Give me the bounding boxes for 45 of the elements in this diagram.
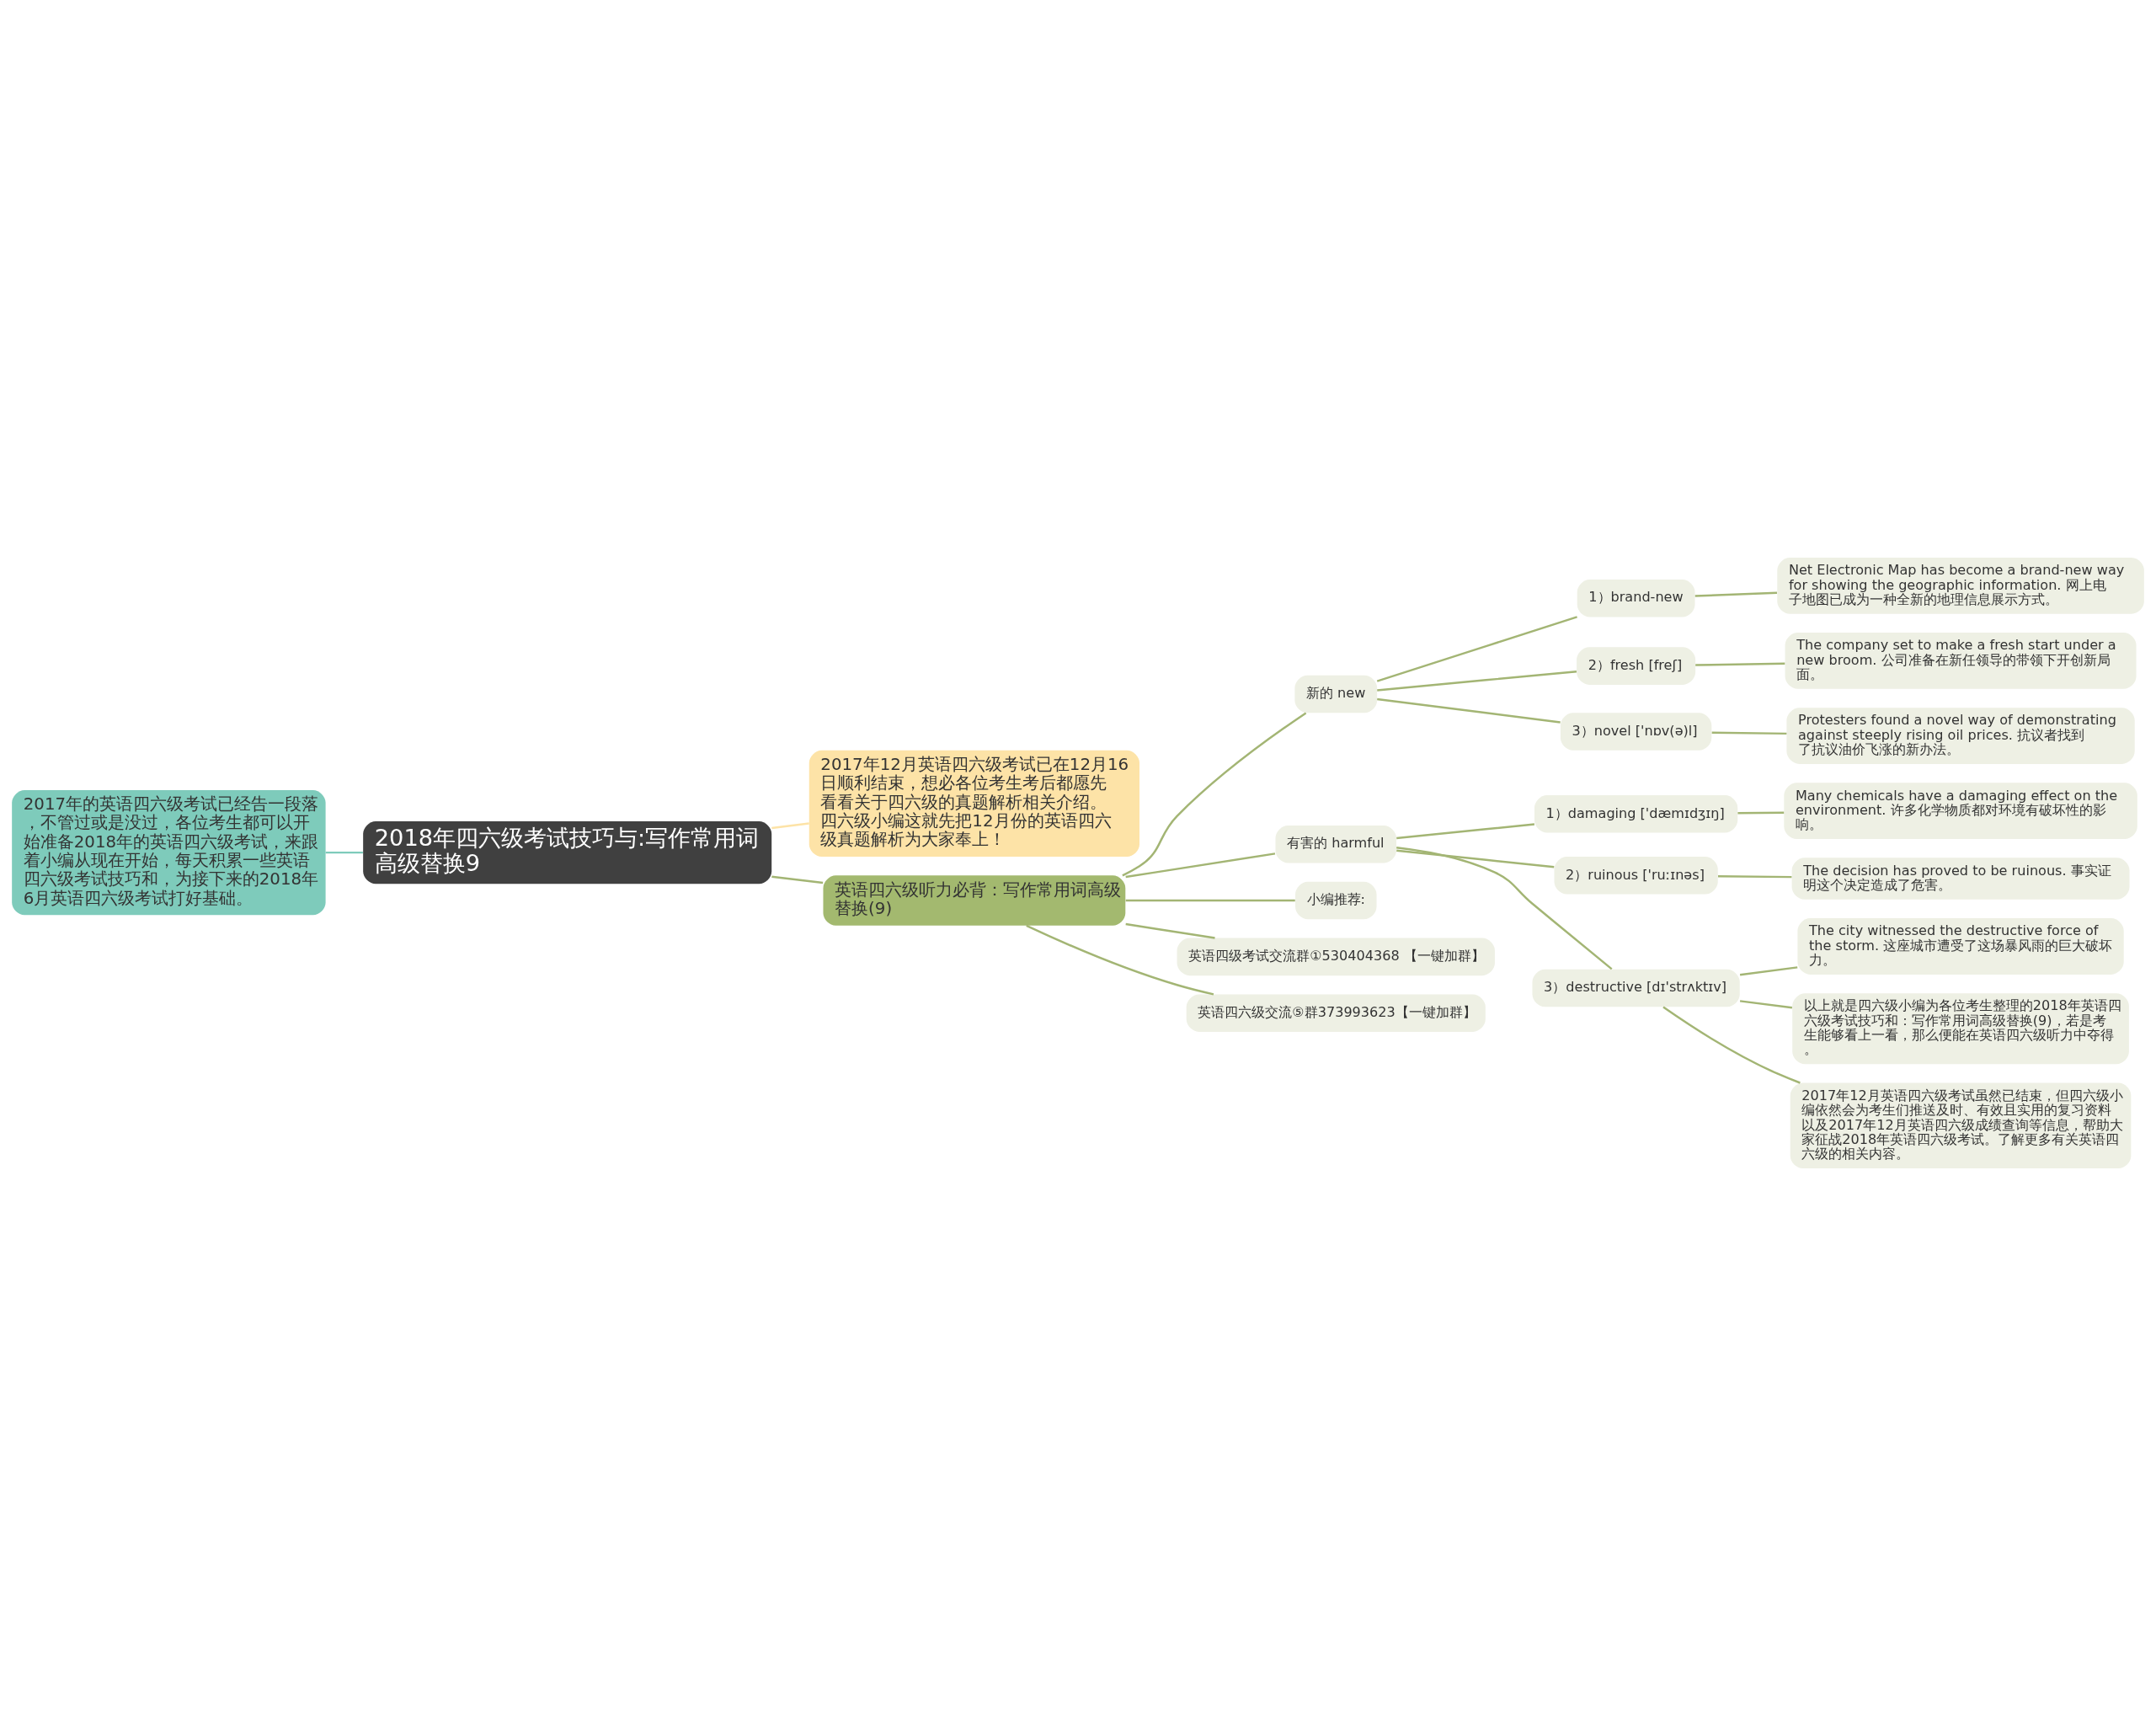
- node-box: 英语四六级听力必背：写作常用词高级替换(9): [823, 875, 1126, 926]
- connector: [1125, 899, 1295, 902]
- node-box: Net Electronic Map has become a brand-new way for showing the geographic information. 网上电子地图已成为一种全新的地理信息展示方式。: [1777, 557, 2144, 614]
- connector: [1125, 852, 1276, 879]
- node-box: 2017年12月英语四六级考试已在12月16日顺利结束，想必各位考生考后都愿先看看关于四六级的真题解析相关介绍。四六级小编这就先把12月份的英语四六级真题解析为大家奉上！: [808, 750, 1139, 858]
- connector: [1122, 712, 1307, 877]
- node-box: 2018年四六级考试技巧与:写作常用词高级替换9: [363, 821, 772, 884]
- connector: [1739, 966, 1798, 976]
- node-box: 1）damaging ['dæmɪdʒɪŋ]: [1534, 795, 1738, 833]
- node-box: 3）destructive [dɪ'strʌktɪv]: [1532, 969, 1740, 1007]
- connector: [1695, 662, 1785, 666]
- connector: [1125, 922, 1215, 939]
- node-box: 小编推荐:: [1295, 881, 1377, 920]
- node-box: Protesters found a novel way of demonstrating against steeply rising oil prices. 抗议者找到了抗议油价飞涨的新办法。: [1786, 708, 2135, 764]
- node-box: 2017年的英语四六级考试已经告一段落，不管过或是没过，各位考生都可以开始准备2018年的英语四六级考试，来跟着小编从现在开始，每天积累一些英语四六级考试技巧和，为接下来的2018年6月英语四六级考试打好基础。: [12, 789, 326, 916]
- connector: [1396, 846, 1613, 970]
- connector: [1377, 697, 1561, 724]
- connector: [1694, 591, 1778, 597]
- node-box: 新的 new: [1294, 675, 1378, 713]
- connector: [1711, 731, 1787, 735]
- node-box: The decision has proved to be ruinous. 事实证明这个决定造成了危害。: [1791, 858, 2130, 900]
- node-box: The city witnessed the destructive force of the storm. 这座城市遭受了这场暴风雨的巨大破坏力。: [1797, 918, 2124, 975]
- node-box: 2）fresh [freʃ]: [1577, 647, 1696, 685]
- connector: [1737, 811, 1785, 815]
- node-box: 3）novel ['nɒv(ə)l]: [1560, 713, 1712, 751]
- connector: [325, 851, 363, 854]
- node-box: Many chemicals have a damaging effect on the environment. 许多化学物质都对环境有破坏性的影响。: [1784, 783, 2137, 840]
- connector: [1662, 1006, 1801, 1084]
- node-box: 英语四六级交流⑤群373993623【一键加群】: [1186, 994, 1486, 1032]
- connector: [1396, 823, 1535, 840]
- node-box: 2017年12月英语四六级考试虽然已结束，但四六级小编依然会为考生们推送及时、有效且实用的复习资料以及2017年12月英语四六级成绩查询等信息，帮助大家征战2018年英语四六级考试。了解更多有关英语四六级的相关内容。: [1790, 1082, 2132, 1169]
- node-box: The company set to make a fresh start under a new broom. 公司准备在新任领导的带领下开创新局面。: [1785, 633, 2137, 689]
- connector: [1739, 1000, 1793, 1009]
- node-box: 1）brand-new: [1577, 579, 1695, 617]
- node-box: 以上就是四六级小编为各位考生整理的2018年英语四六级考试技巧和：写作常用词高级替换(9)，若是考生能够看上一看，那么便能在英语四六级听力中夺得。: [1792, 993, 2129, 1065]
- connector: [1718, 875, 1792, 879]
- node-box: 2）ruinous ['ruːɪnəs]: [1554, 857, 1718, 895]
- connector: [1396, 849, 1555, 868]
- connector: [1376, 616, 1577, 682]
- connector: [1026, 924, 1214, 996]
- connector: [771, 875, 824, 884]
- connector: [1377, 670, 1577, 692]
- connector: [771, 822, 809, 830]
- node-box: 有害的 harmful: [1275, 825, 1396, 863]
- node-box: 英语四级考试交流群①530404368 【一键加群】: [1177, 938, 1495, 976]
